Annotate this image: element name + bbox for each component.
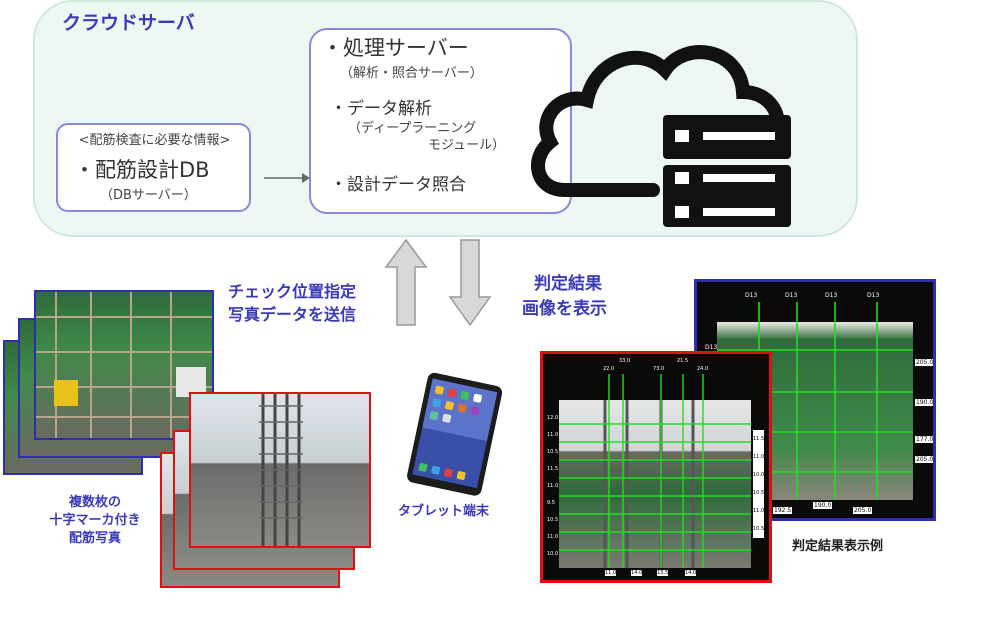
processing-server-sub: （解析・照合サーバー）	[340, 66, 483, 81]
design-db-box	[56, 123, 251, 212]
front-right-value: 10.5	[753, 520, 765, 538]
front-left-value: 12.0	[547, 415, 559, 421]
db-caption: <配筋検査に必要な情報>	[78, 133, 231, 148]
front-left-value: 11.0	[547, 432, 559, 438]
front-top-label-2: 33.0	[619, 358, 631, 364]
front-bottom-value-1: 11.0	[605, 570, 617, 576]
front-right-value: 10.0	[753, 466, 765, 484]
cloud-title: クラウドサーバ	[62, 12, 195, 34]
front-left-value: 11.5	[547, 466, 559, 472]
result-example-caption: 判定結果表示例	[792, 539, 884, 554]
db-to-server-arrow	[264, 173, 310, 183]
processing-server-label: ・処理サーバー	[322, 36, 469, 60]
front-right-value: 11.5	[753, 430, 765, 448]
back-right-value-3: 177.0	[915, 436, 934, 443]
photos-caption-line2: 十字マーカ付き	[49, 513, 141, 528]
front-right-values: 11.5 11.0 10.0 10.5 11.0 10.5	[753, 430, 765, 538]
cloud-server-icon	[531, 45, 791, 227]
back-top-label-4: D13	[867, 292, 880, 299]
back-top-label-1: D13	[745, 292, 758, 299]
upload-caption-line1: チェック位置指定	[228, 282, 357, 301]
back-top-label-2: D13	[785, 292, 798, 299]
upload-caption: チェック位置指定 写真データを送信	[228, 280, 356, 326]
front-right-value: 10.5	[753, 484, 765, 502]
front-top-label-1: 22.0	[603, 366, 615, 372]
front-top-label-5: 24.0	[697, 366, 709, 372]
front-left-value: 11.0	[547, 483, 559, 489]
result-caption-line1: 判定結果	[534, 274, 602, 294]
back-bottom-value-1: 192.5	[773, 507, 793, 514]
db-sub-label: （DBサーバー）	[100, 188, 197, 203]
db-item-label: ・配筋設計DB	[74, 158, 210, 182]
result-caption-line2: 画像を表示	[522, 299, 607, 319]
rebar-photo-front	[34, 290, 214, 440]
front-left-value: 10.0	[547, 551, 559, 557]
processing-server-box	[309, 28, 572, 214]
tablet-caption: タブレット端末	[398, 504, 490, 519]
front-left-value: 11.0	[547, 534, 559, 540]
photos-caption-line1: 複数枚の	[68, 495, 121, 510]
deep-learning-sub2: モジュール）	[428, 138, 506, 153]
photos-caption: 複数枚の 十字マーカ付き 配筋写真	[20, 494, 170, 548]
upload-caption-line2: 写真データを送信	[228, 305, 357, 324]
photos-caption-line3: 配筋写真	[68, 531, 121, 546]
design-data-matching-label: ・設計データ照合	[330, 175, 466, 195]
back-bottom-value-2: 190.0	[813, 502, 833, 509]
column-photo-front	[189, 392, 371, 548]
front-bottom-value-2: 14.0	[631, 570, 643, 576]
result-caption: 判定結果 画像を表示	[522, 272, 607, 322]
result-image-front: 22.0 33.0 73.0 21.5 24.0 12.0 11.0 10.5 …	[540, 351, 772, 583]
back-right-value-4: 205.0	[915, 456, 934, 463]
back-side-label: D13	[705, 344, 718, 351]
download-arrow-icon	[448, 239, 492, 327]
back-top-label-3: D13	[825, 292, 838, 299]
result-front-overlay	[559, 374, 751, 568]
back-right-value-1: 205.0	[915, 359, 934, 366]
column-rebar-drawing	[259, 394, 303, 546]
back-bottom-value-3: 205.0	[853, 507, 873, 514]
rebar-grid-overlay	[36, 292, 212, 438]
result-front-photo	[559, 400, 751, 568]
deep-learning-sub1: （ディープラーニング	[348, 121, 477, 136]
front-left-value: 10.5	[547, 449, 559, 455]
front-bottom-value-4: 14.0	[685, 570, 697, 576]
front-left-values: 12.0 11.0 10.5 11.5 11.0 9.5 10.5 11.0 1…	[547, 410, 558, 563]
front-bottom-value-3: 13.5	[657, 570, 669, 576]
front-left-value: 10.5	[547, 517, 559, 523]
front-top-label-3: 73.0	[653, 366, 665, 372]
back-right-value-2: 190.0	[915, 399, 934, 406]
front-top-label-4: 21.5	[677, 358, 689, 364]
tablet-icon	[407, 372, 503, 496]
upload-arrow-icon	[384, 238, 428, 326]
front-right-value: 11.0	[753, 448, 765, 466]
front-right-value: 11.0	[753, 502, 765, 520]
data-analysis-label: ・データ解析	[330, 99, 432, 119]
front-left-value: 9.5	[547, 500, 555, 506]
